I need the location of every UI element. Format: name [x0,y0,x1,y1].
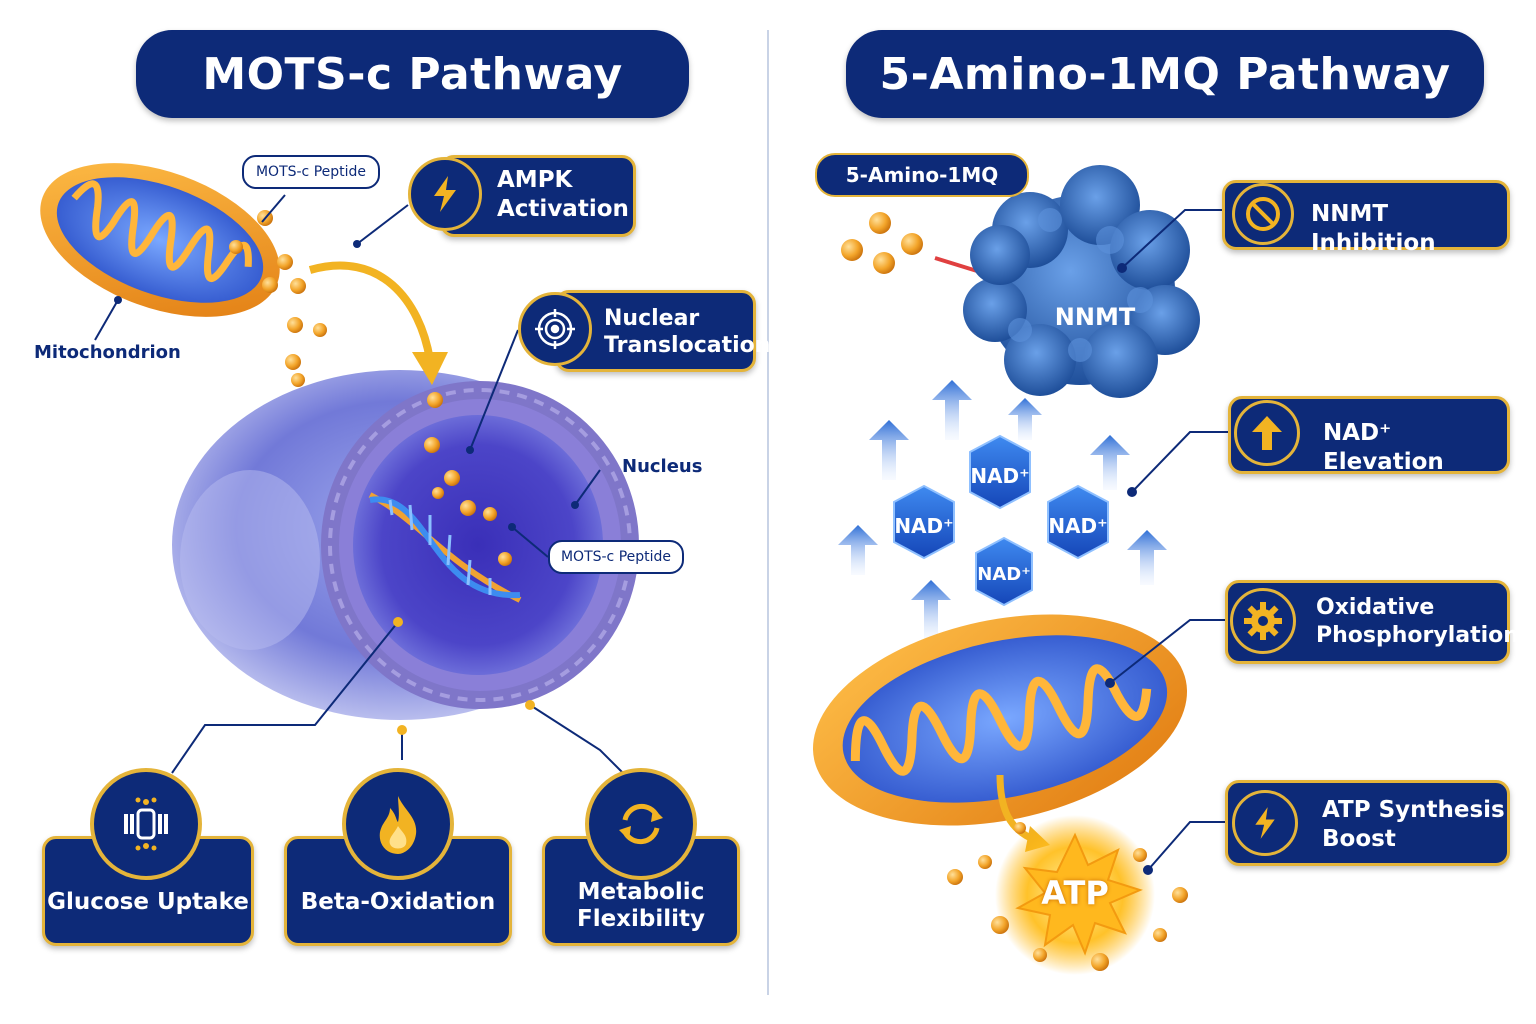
nad-hex-right [1047,484,1109,560]
nad-label-left: NAD⁺ [894,514,954,538]
nnmt-enzyme-label: NNMT [1054,303,1136,331]
nnmt-inhibition-label: NNMT Inhibition [1311,201,1436,256]
beta-oxidation-label: Beta-Oxidation [300,889,496,915]
glucose-transporter-icon [90,768,202,880]
atp-synthesis-line1: ATP Synthesis [1322,797,1505,823]
nad-hex-left [893,484,955,560]
mitochondrion-label: Mitochondrion [34,342,181,363]
mots-c-peptide-label-top: MOTS-c Peptide [242,155,380,189]
gear-icon [1230,588,1296,654]
oxidative-line1: Oxidative [1316,595,1435,620]
glucose-uptake-label: Glucose Uptake [47,889,249,915]
oxidative-line2: Phosphorylation [1316,623,1519,648]
nad-hexagons [893,434,1109,607]
nad-hex-bottom [975,536,1033,607]
ampk-line2: Activation [497,196,629,222]
up-arrow-icon [1234,400,1300,466]
nad-hex-top [969,434,1031,510]
mots-c-peptide-label-inner: MOTS-c Peptide [548,540,684,574]
nuclear-line1: Nuclear [604,306,700,331]
lightning-icon [1232,790,1298,856]
nad-label-bottom: NAD⁺ [977,564,1031,585]
mots-c-title: MOTS-c Pathway [136,30,689,118]
nad-label-top: NAD⁺ [970,464,1030,488]
nad-elevation-label: NAD⁺ Elevation [1323,420,1444,475]
nucleus-label: Nucleus [622,456,703,477]
cycle-arrows-icon [585,768,697,880]
metabolic-line2: Flexibility [576,906,706,932]
prohibited-icon [1232,183,1294,245]
atp-label: ATP [1041,874,1109,912]
metabolic-line1: Metabolic [577,879,705,905]
atp-synthesis-line2: Boost [1322,826,1396,852]
lightning-icon [408,157,482,231]
nad-label-right: NAD⁺ [1048,514,1108,538]
nuclear-line2: Translocation [604,333,771,358]
flame-icon [342,768,454,880]
amino-1mq-compound-label: 5-Amino-1MQ [815,153,1029,197]
target-icon [518,292,592,366]
amino-1mq-title: 5-Amino-1MQ Pathway [846,30,1484,118]
ampk-line1: AMPK [497,167,573,193]
panel-divider [767,30,769,995]
